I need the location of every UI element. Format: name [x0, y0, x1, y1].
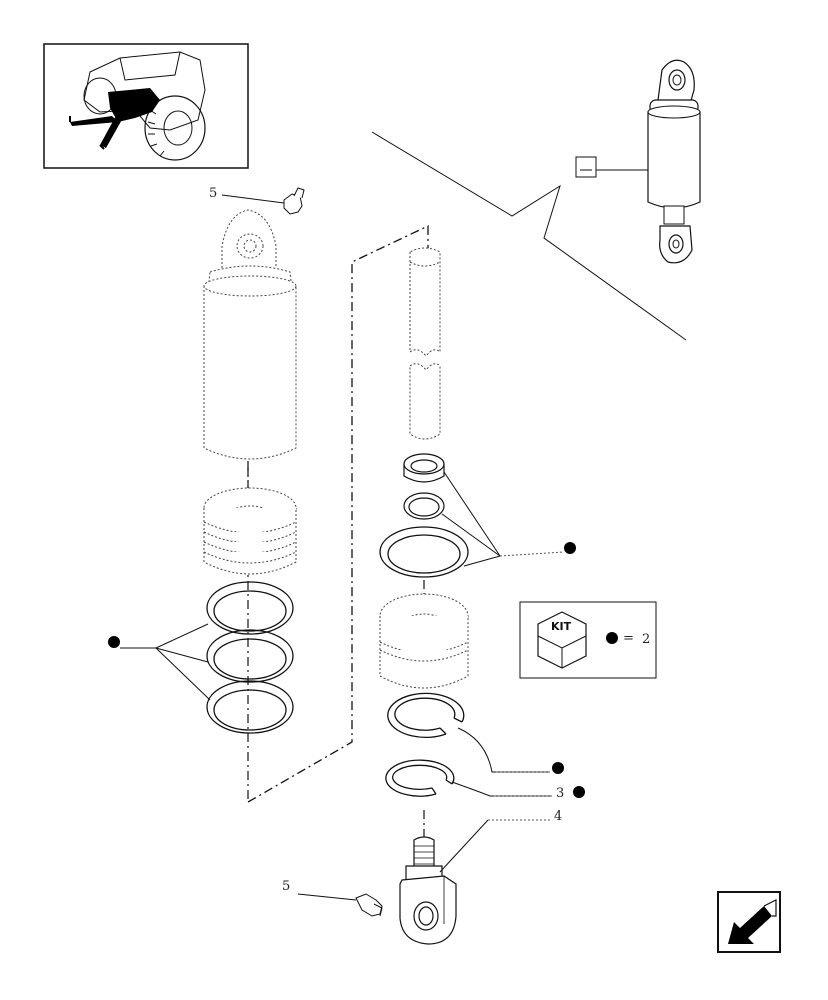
cube-icon	[537, 611, 587, 669]
tractor-thumbnail	[43, 43, 249, 169]
snap-ring-lower	[385, 759, 455, 797]
kit-ref-label: 2	[642, 632, 650, 647]
kit-marker-right-upper	[441, 471, 576, 567]
cylinder-barrel	[203, 209, 297, 460]
ref-label-3: 3	[556, 786, 564, 801]
assembly-centerline	[247, 224, 429, 803]
grease-nipple-top: 5	[209, 186, 305, 215]
ref-label-5-bottom: 5	[282, 879, 290, 894]
rod-guide-bushing	[403, 453, 445, 483]
ref-label-5-top: 5	[209, 186, 217, 201]
piston-rod	[409, 247, 441, 440]
callout-3: 3	[451, 781, 585, 801]
kit-marker-ref-3	[573, 786, 585, 798]
grease-nipple-bottom: 5	[282, 879, 383, 917]
kit-legend: KIT = 2	[519, 601, 657, 679]
o-ring-set-left	[206, 581, 294, 734]
piston-head	[379, 593, 469, 689]
piston-seal-stack	[203, 487, 297, 575]
arrow-down-left-icon[interactable]	[717, 891, 781, 953]
rod-end-eye	[399, 836, 457, 945]
kit-marker-left	[108, 623, 211, 701]
o-ring-left-1	[206, 581, 294, 635]
assembled-cylinder-overview	[371, 59, 701, 341]
kit-marker-right-middle	[457, 727, 564, 774]
kit-badge: KIT	[551, 620, 572, 633]
callout-4: 4	[439, 809, 562, 873]
o-ring-left-3	[206, 680, 294, 734]
kit-equals: =	[623, 631, 634, 646]
rod-seal-small	[403, 492, 445, 520]
snap-ring-upper	[387, 692, 465, 739]
kit-marker-legend	[606, 632, 618, 644]
ref-label-4: 4	[554, 809, 562, 824]
piston-ring-large	[379, 526, 469, 578]
o-ring-left-2	[206, 629, 294, 683]
